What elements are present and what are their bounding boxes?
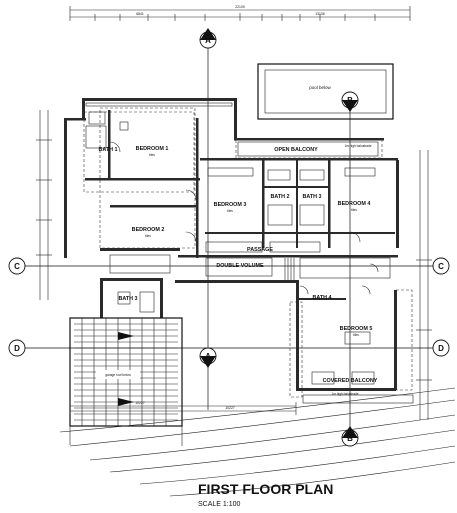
dim-bottom-left: 10227 <box>135 401 145 405</box>
exterior-walls <box>64 98 399 391</box>
plan-scale: SCALE 1:100 <box>198 501 241 508</box>
right-dimension-lines <box>416 150 432 420</box>
balustrade-note-top: 1m high balustrade <box>344 144 371 148</box>
room-bath-3-upper: BATH 3 <box>302 194 321 200</box>
room-bath-4: BATH 4 <box>312 295 331 301</box>
section-marker-b-top: B <box>341 91 359 112</box>
marker-a-bottom-label: A <box>205 352 211 361</box>
marker-a-top-label: A <box>205 36 211 45</box>
top-dimension-lines: 22100 6841 13106 <box>69 5 411 21</box>
tiles-note-bedroom-5: tiles <box>353 333 359 337</box>
dim-top-left: 6841 <box>136 12 144 16</box>
section-marker-a-top: A <box>199 28 217 49</box>
dim-top-right: 13106 <box>315 12 325 16</box>
balustrade-note-bottom: 1m high balustrade <box>331 392 358 396</box>
tiles-note-bedroom-1: tiles <box>149 153 155 157</box>
detail-lines <box>83 102 414 404</box>
left-dimension-lines <box>36 110 52 300</box>
tiles-note-bedroom-4: tiles <box>351 208 357 212</box>
room-bedroom-1: BEDROOM 1 <box>136 146 169 152</box>
room-bedroom-4: BEDROOM 4 <box>338 201 371 207</box>
marker-c-right-label: C <box>438 262 444 271</box>
plan-title: FIRST FLOOR PLAN <box>198 481 333 497</box>
room-bath-3-lower: BATH 3 <box>118 296 137 302</box>
room-bedroom-2: BEDROOM 2 <box>132 227 165 233</box>
room-bath-2: BATH 2 <box>270 194 289 200</box>
room-open-balcony: OPEN BALCONY <box>274 147 318 153</box>
dim-top-total: 22100 <box>235 5 245 9</box>
garage-roof-below-label: garage roof below <box>105 373 131 377</box>
bottom-dimension-lines: 10227 10227 <box>69 401 297 415</box>
tiles-note-bedroom-2: tiles <box>145 234 151 238</box>
marker-b-bottom-label: B <box>347 434 353 443</box>
marker-b-top-label: B <box>347 96 353 105</box>
driveway-curves <box>59 387 456 497</box>
room-labels: BEDROOM 1 tiles BATH 1 BEDROOM 2 tiles B… <box>98 144 377 396</box>
garage-roof: garage roof below <box>69 317 183 427</box>
grid-bubble-d-right: D <box>432 339 450 357</box>
marker-d-left-label: D <box>14 344 20 353</box>
room-passage: PASSAGE <box>247 247 273 253</box>
pool-below-label: pool below <box>309 85 331 90</box>
interior-walls <box>85 110 395 300</box>
tiles-note-bedroom-3: tiles <box>227 209 233 213</box>
room-double-volume: DOUBLE VOLUME <box>216 263 264 269</box>
dim-bottom-mid: 10227 <box>225 406 235 410</box>
room-bath-1: BATH 1 <box>98 147 117 153</box>
room-bedroom-5: BEDROOM 5 <box>340 326 373 332</box>
grid-bubble-c-left: C <box>8 257 26 275</box>
grid-bubble-c-right: C <box>432 257 450 275</box>
marker-d-right-label: D <box>438 344 444 353</box>
pool-outline: pool below <box>257 63 394 120</box>
grid-bubble-d-left: D <box>8 339 26 357</box>
room-covered-balcony: COVERED BALCONY <box>323 378 378 384</box>
section-marker-a-bottom: A <box>199 347 217 368</box>
section-marker-b-bottom: B <box>341 426 359 447</box>
marker-c-left-label: C <box>14 262 20 271</box>
room-bedroom-3: BEDROOM 3 <box>214 202 247 208</box>
